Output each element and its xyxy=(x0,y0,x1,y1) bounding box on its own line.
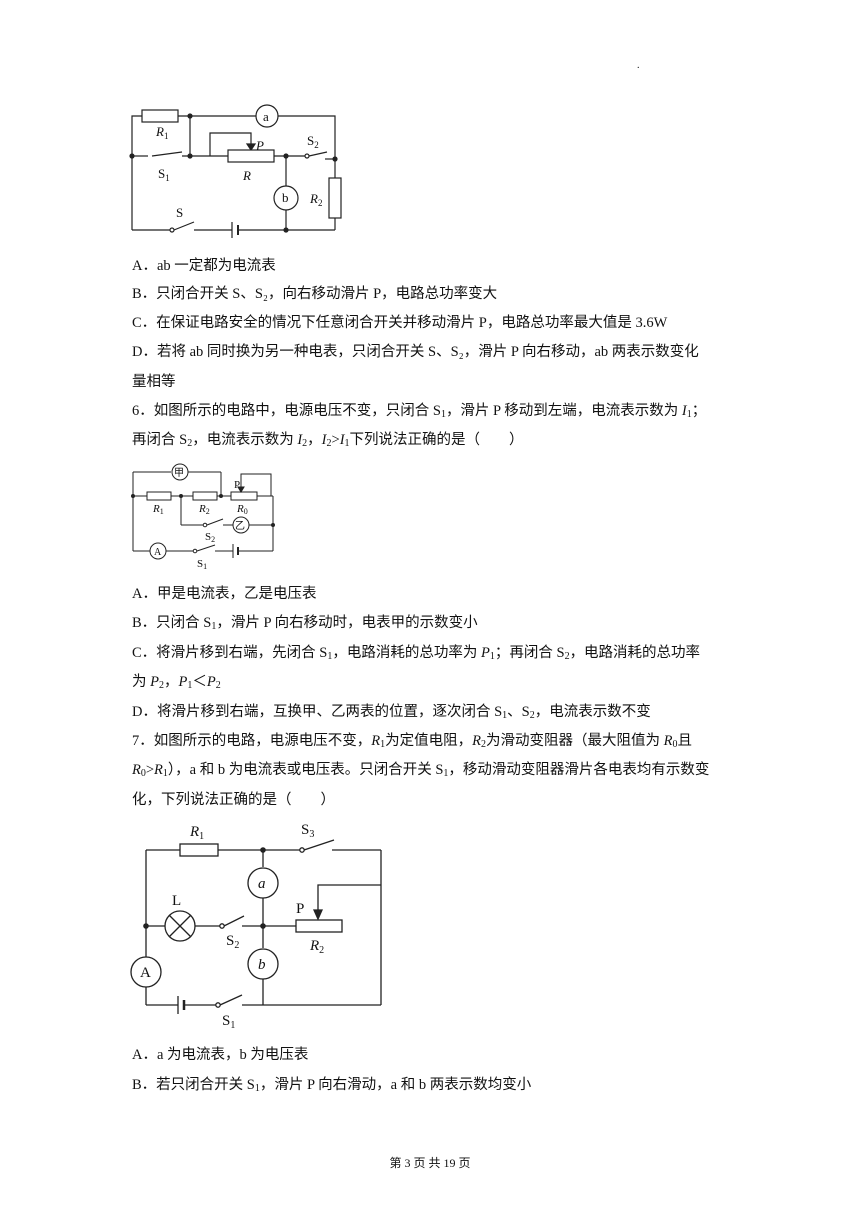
q6-stem-line1: 6．如图所示的电路中，电源电压不变，只闭合 S1，滑片 P 移动到左端，电流表示… xyxy=(132,403,707,420)
fig2-p-label: P xyxy=(234,479,240,491)
circuit-figure-2: 甲 R1 R2 P R0 S2 乙 A S1 xyxy=(131,463,275,571)
q7-option-b: B．若只闭合开关 S1，滑片 P 向右滑动，a 和 b 两表示数均变小 xyxy=(132,1077,532,1094)
fig3-meter-a: a xyxy=(258,876,266,892)
fig1-r1-label: R1 xyxy=(155,124,168,141)
fig3-r1-label: R1 xyxy=(189,824,204,842)
fig2-s1-label: S1 xyxy=(197,558,207,571)
circuit-figure-3: R1 S3 a L P S2 R2 A b S1 xyxy=(130,822,382,1031)
fig1-s-label: S xyxy=(176,205,183,220)
q6-option-a: A．甲是电流表，乙是电压表 xyxy=(132,586,317,602)
fig2-r0-label: R0 xyxy=(236,503,248,516)
circuit-figure-1: R1 a S1 P R S2 b R2 S xyxy=(129,104,342,238)
fig1-p-label: P xyxy=(255,138,264,153)
fig2-meter-jia: 甲 xyxy=(174,468,184,479)
fig3-s3-label: S3 xyxy=(301,822,314,840)
fig3-ammeter-a: A xyxy=(140,965,151,981)
q5-option-a: A．ab 一定都为电流表 xyxy=(132,258,276,274)
fig3-lamp-label: L xyxy=(172,893,181,909)
q6-option-c-line2: 为 P2，P1＜P2 xyxy=(132,674,221,691)
fig2-s2-label: S2 xyxy=(205,531,215,544)
fig3-p-label: P xyxy=(296,901,304,917)
page-footer: 第 3 页 共 19 页 xyxy=(389,1156,471,1170)
q7-option-a: A．a 为电流表，b 为电压表 xyxy=(132,1047,309,1063)
fig1-r-label: R xyxy=(242,168,251,183)
q6-option-c-line1: C．将滑片移到右端，先闭合 S1，电路消耗的总功率为 P1；再闭合 S2，电路消… xyxy=(132,645,701,662)
fig3-r2-label: R2 xyxy=(309,938,324,956)
q5-option-d-line1: D．若将 ab 同时换为另一种电表，只闭合开关 S、S₂，滑片 P 向右移动，a… xyxy=(132,344,699,360)
fig1-meter-a: a xyxy=(263,109,269,124)
q6-stem-line2: 再闭合 S2，电流表示数为 I2，I2>I1下列说法正确的是（ ） xyxy=(132,432,524,449)
fig3-s1-label: S1 xyxy=(222,1013,235,1031)
fig3-meter-b: b xyxy=(258,957,266,973)
fig1-r2-label: R2 xyxy=(309,191,322,208)
q5-option-b: B．只闭合开关 S、S₂，向右移动滑片 P，电路总功率变大 xyxy=(132,286,498,302)
fig2-meter-yi: 乙 xyxy=(235,520,245,532)
fig2-r2-label: R2 xyxy=(198,503,210,516)
fig2-ammeter-a: A xyxy=(154,547,162,558)
q6-option-d: D．将滑片移到右端，互换甲、乙两表的位置，逐次闭合 S1、S2，电流表示数不变 xyxy=(132,704,651,721)
q7-stem-line3: 化，下列说法正确的是（ ） xyxy=(132,792,335,808)
fig2-r1-label: R1 xyxy=(152,503,164,516)
fig1-s1-label: S1 xyxy=(158,166,170,183)
q7-stem-line1: 7．如图所示的电路，电源电压不变，R1为定值电阻，R2为滑动变阻器（最大阻值为 … xyxy=(132,733,692,750)
q7-stem-line2: R0>R1），a 和 b 为电流表或电压表。只闭合开关 S1，移动滑动变阻器滑片… xyxy=(132,762,710,779)
fig1-meter-b: b xyxy=(282,190,289,205)
corner-mark: . xyxy=(637,60,640,71)
q6-option-b: B．只闭合 S1，滑片 P 向右移动时，电表甲的示数变小 xyxy=(132,615,478,632)
fig3-s2-label: S2 xyxy=(226,933,239,951)
q5-option-c: C．在保证电路安全的情况下任意闭合开关并移动滑片 P，电路总功率最大值是 3.6… xyxy=(132,315,668,331)
fig1-s2-label: S2 xyxy=(307,133,319,150)
q5-option-d-line2: 量相等 xyxy=(132,374,176,390)
